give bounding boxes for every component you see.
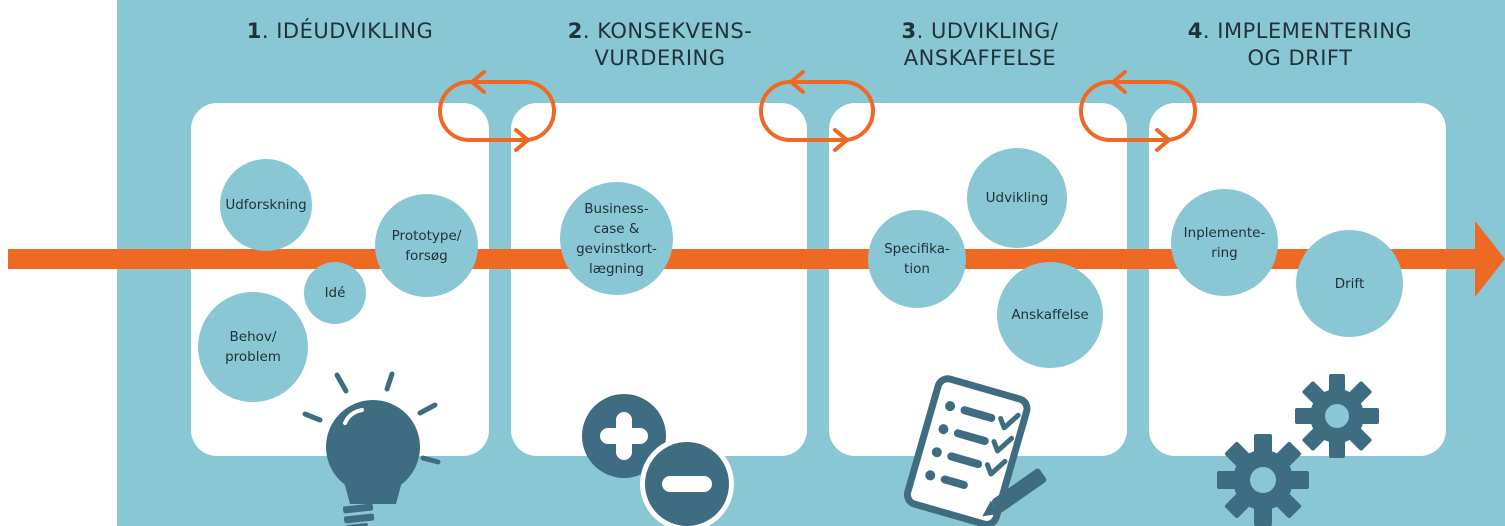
loop-arrow-2: [759, 70, 875, 152]
lightbulb-icon: [302, 371, 441, 526]
bubble-implementering: Inplemente- ring: [1171, 189, 1278, 296]
stage-title-2: 2. KONSEKVENS-VURDERING: [567, 19, 753, 70]
loop-arrow-3: [1079, 70, 1197, 152]
bubble-anskaffelse: Anskaffelse: [997, 262, 1103, 368]
plus-minus-icon: [582, 394, 734, 526]
bubble-behov: Behov/ problem: [198, 292, 308, 402]
bubble-prototype: Prototype/ forsøg: [375, 194, 478, 297]
bubble-drift: Drift: [1296, 230, 1403, 337]
stage-panel-2: [511, 103, 807, 456]
bubble-udvikling: Udvikling: [967, 148, 1067, 248]
loop-arrow-1: [438, 70, 556, 152]
bubble-specifikation: Specifika- tion: [868, 210, 966, 308]
bubble-udforskning: Udforskning: [220, 159, 312, 251]
bubble-businesscase: Business- case & gevinstkort- lægning: [560, 182, 673, 295]
checklist-icon: [903, 375, 1047, 526]
stage-title-1: 1. IDÉUDVIKLING: [246, 19, 434, 43]
stage-title-3: 3. UDVIKLING/ANSKAFFELSE: [901, 19, 1059, 70]
gears-icon: [1217, 374, 1379, 526]
bubble-ide: Idé: [304, 262, 366, 324]
